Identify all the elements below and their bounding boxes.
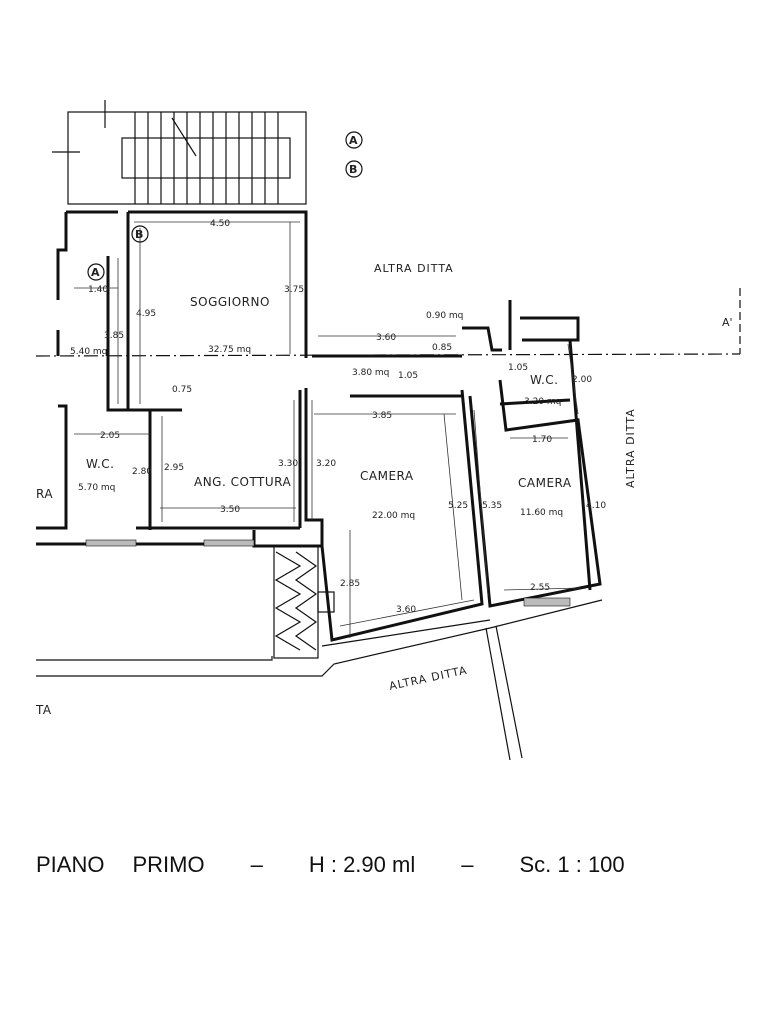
dim-320: 3.20 (316, 459, 336, 469)
dim-495: 4.95 (136, 309, 156, 319)
area-corridor: 3.80 mq (352, 368, 389, 378)
area-wc-right: 3.20 mq (524, 397, 561, 407)
dimension-lines (74, 221, 581, 638)
room-camera-right: CAMERA (518, 476, 572, 490)
caption-separator-2: – (461, 852, 474, 877)
dim-385b: 3.85 (372, 411, 392, 421)
dim-360b: 3.60 (396, 605, 416, 615)
room-bottom-left-cut: TA (35, 703, 52, 717)
dim-330: 3.30 (278, 459, 298, 469)
area-wc-left: 5.70 mq (78, 483, 115, 493)
dimension-labels: 4.50 3.75 4.95 1.40 3.85 0.75 3.60 0.85 … (88, 219, 606, 615)
dim-375: 3.75 (284, 285, 304, 295)
room-ang-cottura: ANG. COTTURA (194, 475, 292, 489)
room-camera-mid: CAMERA (360, 469, 414, 483)
marker-b-legend: B (349, 163, 357, 176)
area-soggiorno: 32.75 mq (208, 345, 251, 355)
section-label-a-prime: A' (722, 316, 733, 329)
dim-525: 5.25 (448, 501, 468, 511)
section-axis: A' (35, 288, 741, 357)
dim-295: 2.95 (164, 463, 184, 473)
dim-140: 1.40 (88, 285, 108, 295)
altra-ditta-top: ALTRA DITTA (374, 262, 454, 275)
dim-285: 2.85 (340, 579, 360, 589)
area-entry: 5.40 mq (70, 347, 107, 357)
caption-height: H : 2.90 ml (308, 852, 416, 877)
dim-075: 0.75 (172, 385, 192, 395)
dim-205: 2.05 (100, 431, 120, 441)
room-labels: SOGGIORNO 32.75 mq ANG. COTTURA W.C. 5.7… (35, 295, 572, 717)
caption-floor-name: PRIMO (132, 852, 205, 877)
dim-170: 1.70 (532, 435, 552, 445)
room-wc-right: W.C. (530, 373, 559, 387)
dim-360a: 3.60 (376, 333, 396, 343)
dim-255: 2.55 (530, 583, 550, 593)
dim-085: 0.85 (432, 343, 452, 353)
dim-105b: 1.05 (508, 363, 528, 373)
plan-caption: PIANO PRIMO – H : 2.90 ml – Sc. 1 : 100 (36, 852, 736, 878)
markers: A B B A (87, 131, 363, 281)
area-small: 0.90 mq (426, 311, 463, 321)
marker-a-legend: A (349, 134, 358, 147)
room-wc-left: W.C. (86, 457, 115, 471)
dim-105a: 1.05 (398, 371, 418, 381)
dim-280: 2.80 (132, 467, 152, 477)
altra-ditta-right: ALTRA DITTA (624, 408, 637, 488)
area-camera-right: 11.60 mq (520, 508, 563, 518)
room-soggiorno: SOGGIORNO (190, 295, 270, 309)
dim-385a: 3.85 (104, 331, 124, 341)
altra-ditta-bottom: ALTRA DITTA (388, 664, 469, 693)
marker-b-plan: B (135, 228, 143, 241)
area-camera-mid: 22.00 mq (372, 511, 415, 521)
caption-scale: Sc. 1 : 100 (519, 852, 625, 877)
room-left-cut: RA (36, 487, 53, 501)
caption-floor: PIANO (36, 852, 105, 877)
caption-separator-1: – (250, 852, 263, 877)
stairwell (52, 100, 307, 205)
dim-410: 4.10 (586, 501, 606, 511)
dim-450: 4.50 (210, 219, 230, 229)
dim-535: 5.35 (482, 501, 502, 511)
dim-200: 2.00 (572, 375, 592, 385)
marker-a-plan: A (91, 266, 100, 279)
dim-350: 3.50 (220, 505, 240, 515)
